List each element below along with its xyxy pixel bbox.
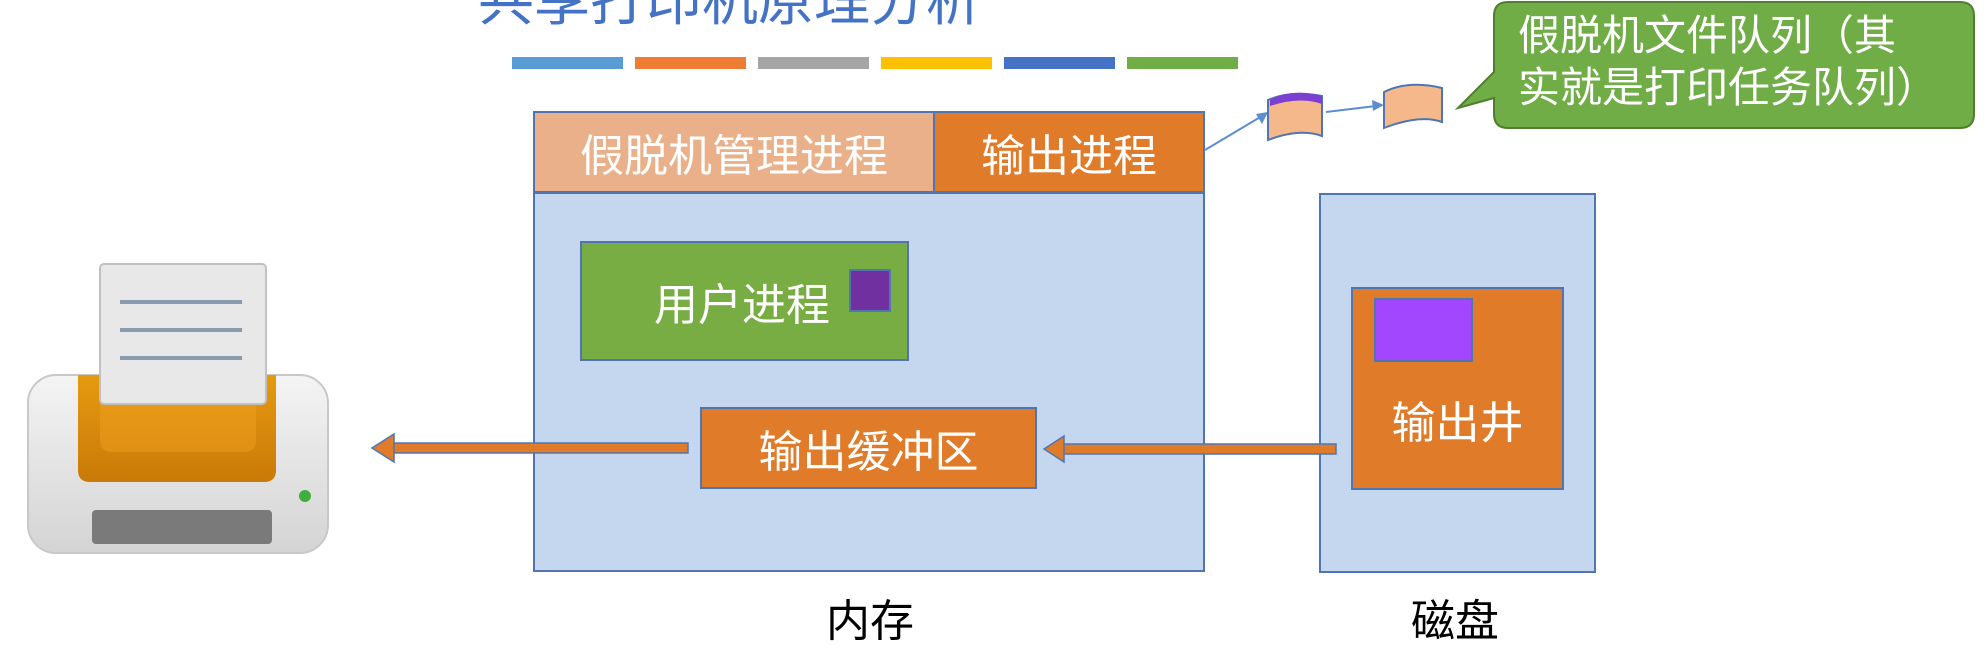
- user-process-label: 用户进程: [654, 280, 830, 331]
- spool-queue-callout-text: 假脱机文件队列（其 实就是打印任务队列）: [1498, 10, 1974, 114]
- spooling-process-bar: 假脱机管理进程 输出进程: [533, 111, 1205, 193]
- spool-manager-process: 假脱机管理进程: [535, 113, 935, 191]
- document-icon: [1267, 92, 1323, 142]
- document-icon: [1383, 83, 1443, 130]
- output-well-label: 输出井: [1391, 398, 1524, 449]
- disk-label: 磁盘: [1411, 596, 1499, 647]
- output-process: 输出进程: [935, 113, 1203, 191]
- memory-label: 内存: [826, 596, 914, 647]
- callout-line-2: 实就是打印任务队列）: [1518, 63, 1939, 112]
- callout-line-1: 假脱机文件队列（其: [1518, 11, 1897, 60]
- user-process-data-block: [849, 269, 891, 312]
- page-title: 共享打印机原理分析: [478, 0, 982, 34]
- title-color-bars: [512, 57, 1238, 71]
- title-bar-4: [881, 57, 992, 69]
- title-bar-2: [635, 57, 746, 69]
- spool-queue-connector: [1204, 100, 1384, 151]
- title-bar-6: [1127, 57, 1238, 69]
- printer-icon: [27, 263, 329, 554]
- title-bar-3: [758, 57, 869, 69]
- title-bar-1: [512, 57, 623, 69]
- buffer-to-printer-arrow: [370, 432, 689, 464]
- spool-queue-callout: [1454, 1, 1975, 129]
- output-well-data-block: [1374, 298, 1473, 362]
- disk-to-buffer-arrow: [1042, 434, 1337, 464]
- title-bar-5: [1004, 57, 1115, 69]
- output-buffer: 输出缓冲区: [700, 407, 1037, 489]
